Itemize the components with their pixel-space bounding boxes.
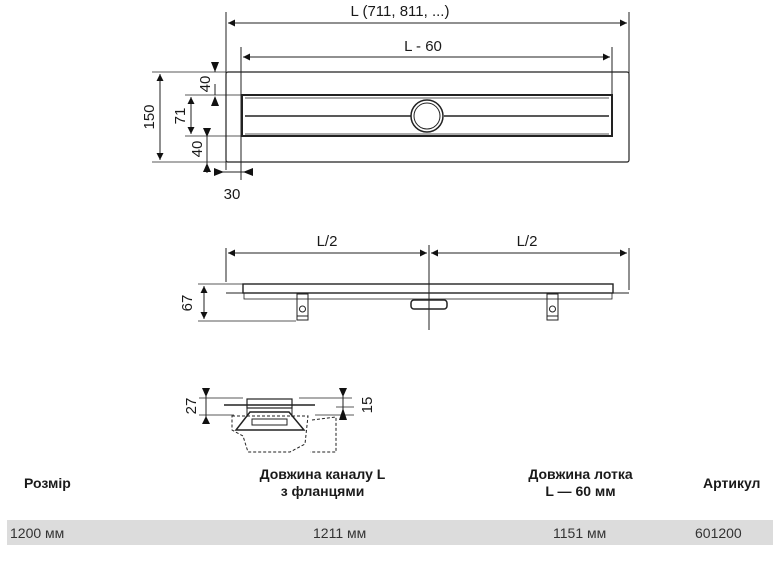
header-tray-length-line1: Довжина лотка bbox=[528, 466, 633, 482]
header-channel-length-line2: з фланцями bbox=[280, 483, 365, 499]
dim-height-150: 150 bbox=[141, 104, 158, 129]
header-size-label: Розмір bbox=[24, 475, 71, 491]
header-size: Розмір bbox=[24, 475, 71, 492]
cell-size: 1200 мм bbox=[10, 525, 65, 541]
dim-top-margin: 40 bbox=[197, 76, 214, 93]
cell-article: 601200 bbox=[695, 525, 742, 541]
dim-bottom-margin: 40 bbox=[189, 141, 206, 158]
side-view bbox=[198, 245, 630, 330]
header-article-label: Артикул bbox=[703, 475, 761, 491]
table-row bbox=[7, 520, 773, 545]
dim-side-margin: 30 bbox=[224, 186, 241, 203]
dim-left-half: L/2 bbox=[317, 233, 338, 250]
cell-channel-length: 1211 мм bbox=[313, 525, 367, 541]
dim-right-half: L/2 bbox=[517, 233, 538, 250]
section-view bbox=[199, 388, 354, 453]
dim-inner-length: L - 60 bbox=[404, 38, 442, 55]
header-channel-length: Довжина каналу L з фланцями bbox=[255, 466, 390, 500]
cell-tray-length: 1151 мм bbox=[553, 525, 607, 541]
dim-section-27: 27 bbox=[183, 398, 200, 415]
top-view bbox=[152, 12, 630, 180]
header-tray-length-line2: L — 60 мм bbox=[545, 483, 616, 499]
header-channel-length-line1: Довжина каналу L bbox=[259, 466, 386, 482]
dim-total-length: L (711, 811, ...) bbox=[351, 3, 450, 20]
dim-channel-width: 71 bbox=[172, 108, 189, 125]
header-tray-length: Довжина лотка L — 60 мм bbox=[513, 466, 648, 500]
dim-section-15: 15 bbox=[359, 397, 376, 414]
header-article: Артикул bbox=[703, 475, 760, 492]
dim-side-height: 67 bbox=[179, 295, 196, 312]
